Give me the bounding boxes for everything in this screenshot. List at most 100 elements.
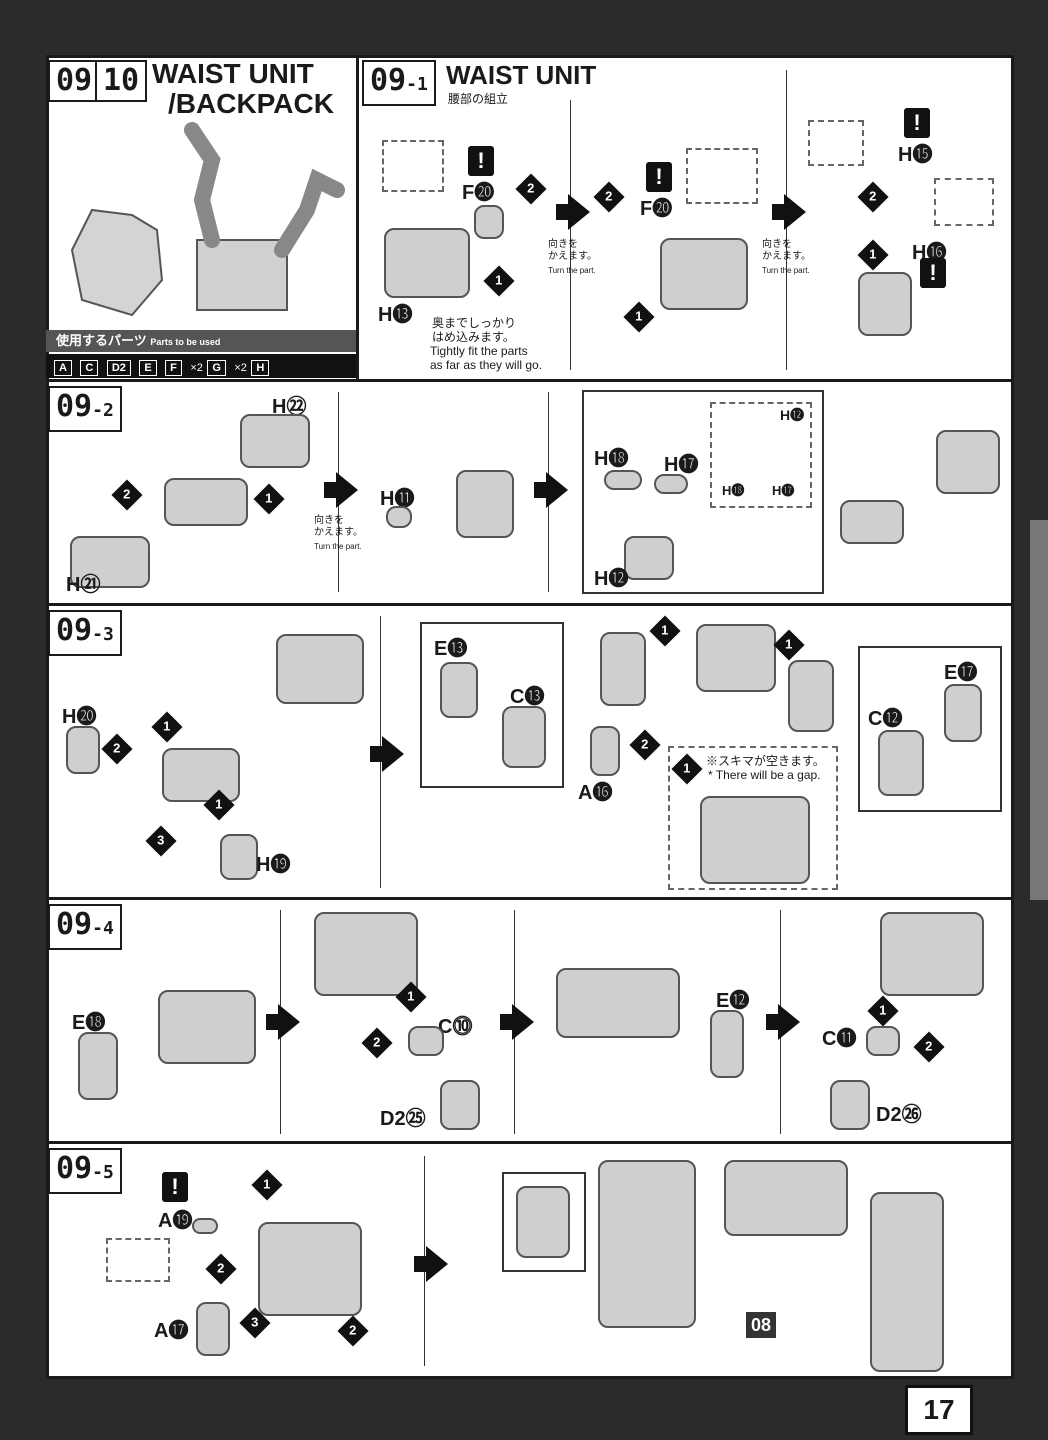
label-a16: A⓰ — [578, 782, 613, 804]
part-d2-26 — [830, 1080, 870, 1130]
title-line1: WAIST UNIT — [152, 58, 314, 89]
chip-a: A — [54, 360, 72, 376]
step-tag-09-3: 09-3 — [48, 610, 122, 656]
label-e13: E⓭ — [434, 638, 468, 660]
part-c11 — [866, 1026, 900, 1056]
part-h19 — [220, 834, 258, 880]
turn-jp-1b: 向きを — [762, 239, 792, 250]
turn-jp-2: かえます。 — [548, 251, 597, 262]
flow-arrow-stem-7 — [500, 1014, 514, 1030]
divider — [570, 100, 571, 370]
chip-e: E — [139, 360, 157, 376]
part-detail-box-3 — [808, 120, 864, 166]
warning-icon-3: ! — [904, 108, 930, 138]
part-detail-box-5 — [106, 1238, 170, 1282]
skirt-armor-left — [600, 632, 646, 706]
part-detail-box-2 — [686, 148, 758, 204]
waist-frame-part — [164, 478, 248, 526]
waist-assembly-part — [162, 748, 240, 802]
part-d2-25 — [440, 1080, 480, 1130]
turn-en: Turn the part. — [548, 266, 596, 275]
flow-arrow-3 — [336, 472, 358, 508]
part-h11 — [386, 506, 412, 528]
rotate-illustration — [516, 1186, 570, 1258]
label-d2-25: D2㉕ — [380, 1108, 426, 1130]
turn-jp-2b: かえます。 — [762, 251, 811, 262]
note-jp-1: 奥までしっかり — [432, 316, 517, 330]
label-h11: H⓫ — [380, 488, 415, 510]
part-h18 — [604, 470, 642, 490]
parts-used-label: 使用するパーツ Parts to be used — [56, 333, 221, 348]
flow-arrow-6 — [278, 1004, 300, 1040]
waist-backpack-illustration — [70, 122, 345, 317]
part-c13 — [502, 706, 546, 768]
label-c13: C⓭ — [510, 686, 545, 708]
label-h18: H⓲ — [594, 448, 629, 470]
right-leg — [870, 1192, 944, 1372]
label-h17: H⓱ — [664, 454, 699, 476]
flow-arrow-stem-5 — [370, 746, 384, 762]
step-tag-09-1: 09-1 — [362, 60, 436, 106]
part-e12 — [710, 1010, 744, 1078]
label-f20-b: F⓴ — [640, 198, 673, 220]
step-tag-09-2: 09-2 — [48, 386, 122, 432]
label-h17-inner: H⓱ — [772, 483, 795, 498]
chip-g: G — [207, 360, 226, 376]
row-09-4 — [46, 900, 1014, 1144]
part-detail-box-1 — [382, 140, 444, 192]
flow-arrow-9 — [426, 1246, 448, 1282]
section-subtitle: 腰部の組立 — [448, 92, 509, 106]
waist-assembly-5b — [724, 1160, 848, 1236]
row-09-3 — [46, 606, 1014, 900]
side-tab — [1030, 520, 1048, 900]
warning-icon-4: ! — [920, 258, 946, 288]
note-en-2: as far as they will go. — [430, 358, 543, 372]
parts-used-bar — [46, 330, 356, 352]
turn-jp-2c: かえます。 — [314, 527, 363, 538]
step-tag-09: 09 — [48, 60, 101, 102]
turn-en-c: Turn the part. — [314, 542, 362, 551]
step-tag-09-4: 09-4 — [48, 904, 122, 950]
detail-box-h12-inner — [710, 402, 812, 508]
flow-arrow-7 — [512, 1004, 534, 1040]
label-c12: C⓬ — [868, 708, 903, 730]
turn-jp-1: 向きを — [548, 239, 578, 250]
part-f20 — [474, 205, 504, 239]
part-h21 — [70, 536, 150, 588]
part-a16 — [590, 726, 620, 776]
part-c10 — [408, 1026, 444, 1056]
label-h21: H㉑ — [66, 574, 101, 596]
gap-note-en: * There will be a gap. — [708, 768, 821, 782]
flow-arrow-4 — [546, 472, 568, 508]
parts-chip-row: A C D2 E F ×2 G ×2 H — [46, 354, 356, 378]
waist-core-part — [384, 228, 470, 298]
flow-arrow-2 — [784, 194, 806, 230]
flow-arrow-stem-3 — [324, 482, 338, 498]
flow-arrow-stem — [556, 204, 570, 220]
part-e18 — [78, 1032, 118, 1100]
flow-arrow — [568, 194, 590, 230]
part-detail-box-4 — [934, 178, 994, 226]
flow-arrow-stem-6 — [266, 1014, 280, 1030]
step-tag-09-5: 09-5 — [48, 1148, 122, 1194]
label-h18-inner: H⓲ — [722, 483, 745, 498]
intro-panel — [46, 55, 359, 379]
assembled-waist-frame — [936, 430, 1000, 494]
label-f20: F⓴ — [462, 182, 495, 204]
label-e17: E⓱ — [944, 662, 978, 684]
part-h20 — [66, 726, 100, 774]
label-h15: H⓯ — [898, 144, 933, 166]
section-title: WAIST UNIT — [446, 60, 597, 90]
waist-assembly-4d — [880, 912, 984, 996]
flow-arrow-stem-8 — [766, 1014, 780, 1030]
label-h22: H㉒ — [272, 396, 307, 418]
label-a19: A⓳ — [158, 1210, 193, 1232]
label-e18: E⓲ — [72, 1012, 106, 1034]
warning-icon-2: ! — [646, 162, 672, 192]
part-h17 — [654, 474, 688, 494]
part-e17 — [944, 684, 982, 742]
part-a19 — [192, 1218, 218, 1234]
skirt-armor-right — [788, 660, 834, 732]
flow-arrow-5 — [382, 736, 404, 772]
waist-assembly-4b — [314, 912, 418, 996]
